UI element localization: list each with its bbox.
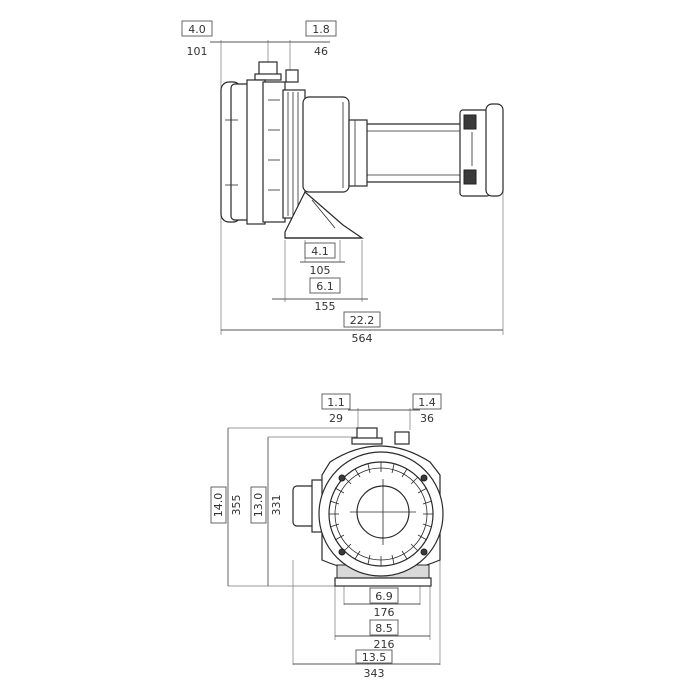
front-overall-width-mm: 343	[364, 667, 385, 680]
side-overall-length-mm: 564	[352, 332, 373, 345]
bearing-housing	[302, 96, 350, 193]
side-top-right-dim-in: 1.8	[312, 23, 330, 36]
front-top-left-dim-mm: 29	[329, 412, 343, 425]
side-foot-outer-dim-mm: 155	[315, 300, 336, 313]
front-top-right-dim-in: 1.4	[418, 396, 436, 409]
side-top-right-dim-mm: 46	[314, 45, 328, 58]
front-foot-outer-dim-in: 8.5	[375, 622, 393, 635]
side-top-left-dim-in: 4.0	[188, 23, 206, 36]
front-inlet-height-mm: 331	[270, 495, 283, 516]
side-foot-inner-dim-mm: 105	[310, 264, 331, 277]
side-view: 4.0 101 1.8 46	[181, 20, 504, 345]
side-overall-length-in: 22.2	[350, 314, 375, 327]
front-top-left-dim-in: 1.1	[327, 396, 345, 409]
front-overall-width-in: 13.5	[362, 651, 387, 664]
front-inlet-height-in: 13.0	[252, 493, 265, 518]
front-foot-outer-dim-mm: 216	[374, 638, 395, 651]
front-foot-inner-dim-mm: 176	[374, 606, 395, 619]
front-foot-inner-dim-in: 6.9	[375, 590, 393, 603]
front-total-height-mm: 355	[230, 495, 243, 516]
front-top-right-dim-mm: 36	[420, 412, 434, 425]
side-top-left-dim-mm: 101	[187, 45, 208, 58]
front-exhaust-port	[394, 431, 410, 445]
side-foot-outer-dim-in: 6.1	[316, 280, 334, 293]
side-exhaust-port	[285, 69, 299, 83]
front-view: 1.1 29 1.4 36 14.0 355 13.0 331	[210, 393, 444, 680]
front-total-height-in: 14.0	[212, 493, 225, 518]
side-foot-inner-dim-in: 4.1	[311, 245, 329, 258]
